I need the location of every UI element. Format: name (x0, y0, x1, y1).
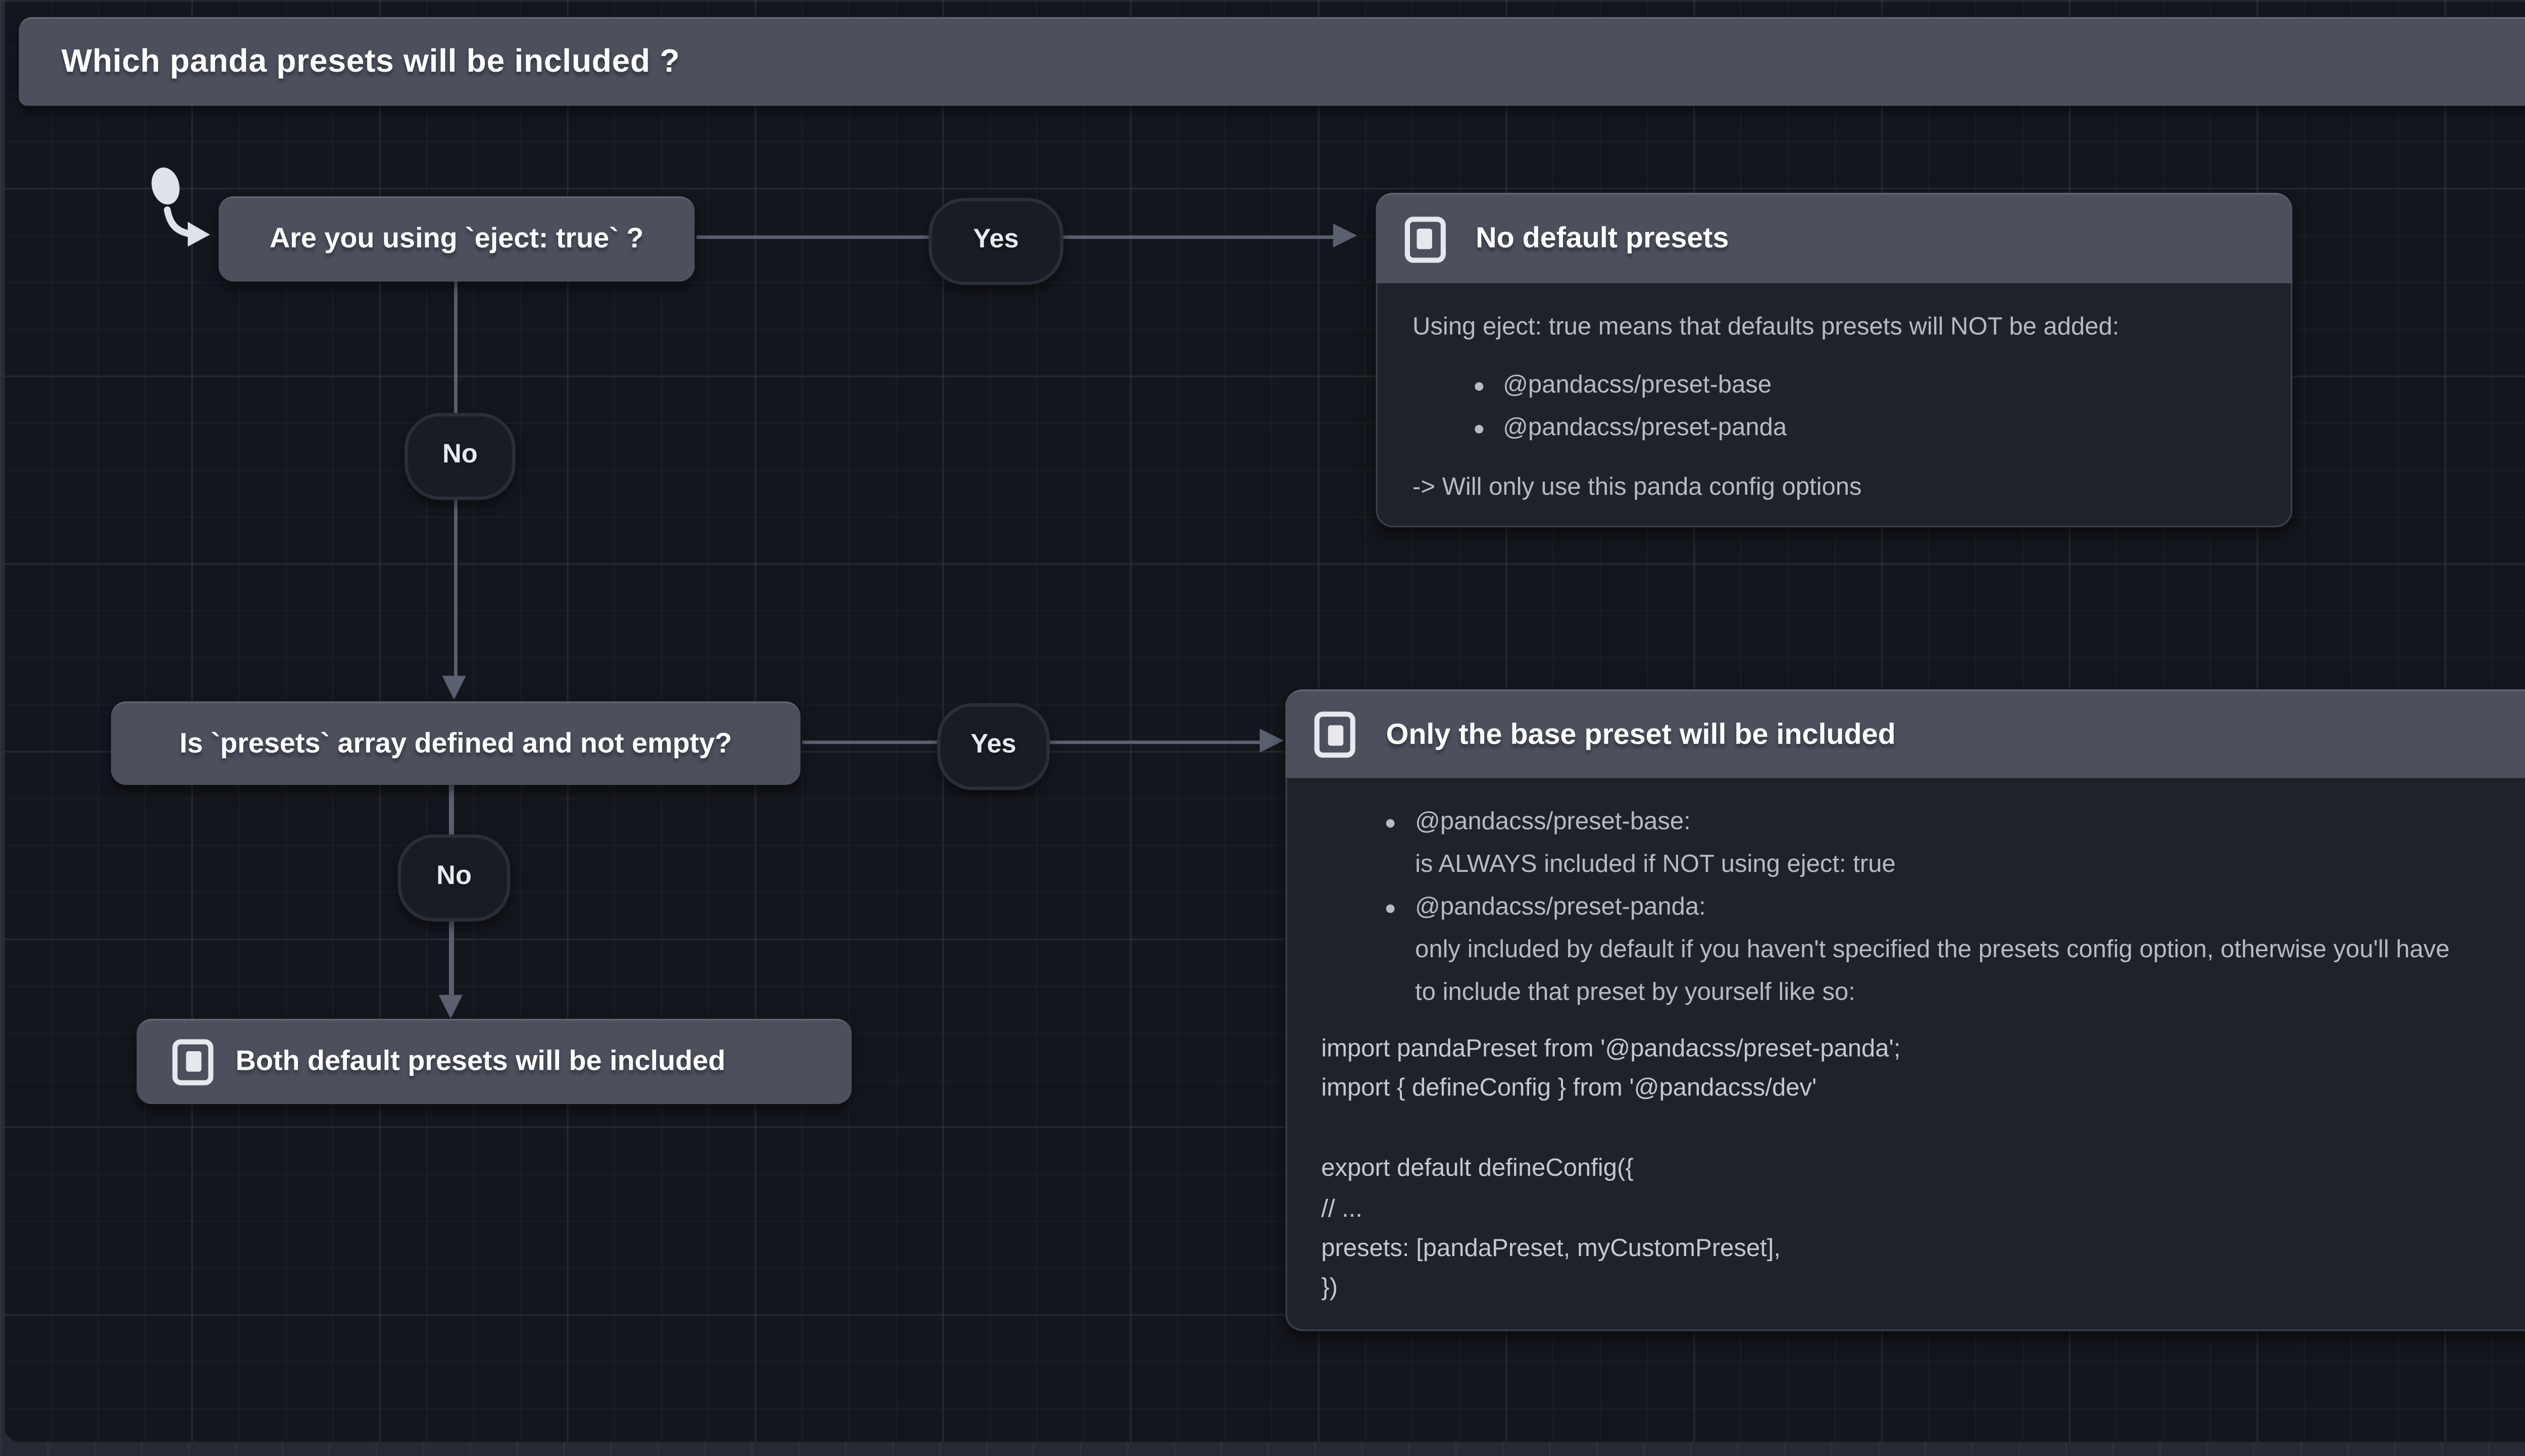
list-item: @pandacss/preset-panda: only included by… (1386, 888, 2525, 1016)
no-default-intro: Using eject: true means that defaults pr… (1412, 314, 2119, 342)
edge-q2-no-arrowhead (438, 995, 462, 1019)
code-line: presets: [pandaPreset, myCustomPreset], (1321, 1235, 1781, 1263)
edge-label-q2-no[interactable]: No (397, 834, 511, 921)
frame-title: Which panda presets will be included ? (61, 43, 680, 80)
code-line (1321, 1111, 2525, 1151)
code-line: }) (1321, 1275, 1338, 1303)
edge-label-q2-yes[interactable]: Yes (937, 702, 1050, 790)
edge-label-q2-yes-text: Yes (971, 730, 1017, 760)
list-item: @pandacss/preset-base: is ALWAYS include… (1386, 802, 2525, 888)
bullet-line: only included by default if you haven't … (1415, 937, 2450, 964)
node-question-presets-array-label: Is `presets` array defined and not empty… (179, 727, 732, 759)
square-frame-icon (1314, 711, 1355, 758)
edge-q1-yes-arrowhead (1333, 224, 1357, 248)
bullet-line: is ALWAYS included if NOT using eject: t… (1415, 851, 1896, 879)
whiteboard-canvas[interactable]: Which panda presets will be included ? A… (3, 0, 2525, 1442)
infobox-base-only-body: @pandacss/preset-base: is ALWAYS include… (1285, 778, 2525, 1331)
node-question-presets-array[interactable]: Is `presets` array defined and not empty… (111, 701, 801, 785)
edge-label-q1-no[interactable]: No (405, 412, 516, 499)
edge-label-q2-no-text: No (436, 861, 472, 891)
no-default-outro: -> Will only use this panda config optio… (1412, 474, 1862, 502)
list-item: @pandacss/preset-panda (1474, 408, 2257, 451)
node-result-both-presets-label: Both default presets will be included (235, 1045, 726, 1076)
bullet-line: to include that preset by yourself like … (1415, 979, 1855, 1007)
list-item: @pandacss/preset-base (1474, 365, 2257, 408)
infobox-base-only-title: Only the base preset will be included (1386, 717, 1896, 750)
bullet-head: @pandacss/preset-base: (1386, 802, 2525, 845)
square-frame-icon (1404, 216, 1445, 262)
base-only-bullet-list: @pandacss/preset-base: is ALWAYS include… (1386, 802, 2525, 1016)
square-frame-icon (172, 1038, 214, 1085)
edge-q1-no-arrowhead (442, 675, 467, 700)
edge-label-q1-yes[interactable]: Yes (928, 197, 1064, 284)
code-line: export default defineConfig({ (1321, 1156, 1634, 1183)
edge-label-q1-yes-text: Yes (973, 225, 1019, 254)
infobox-base-preset-only[interactable]: Only the base preset will be included @p… (1285, 689, 2525, 1331)
infobox-no-default-body: Using eject: true means that defaults pr… (1375, 283, 2293, 528)
infobox-no-default-header: No default presets (1375, 192, 2293, 284)
node-question-eject[interactable]: Are you using `eject: true` ? (218, 195, 695, 282)
node-question-eject-label: Are you using `eject: true` ? (269, 223, 644, 254)
infobox-no-default-title: No default presets (1476, 222, 1729, 254)
node-result-both-presets[interactable]: Both default presets will be included (136, 1018, 852, 1104)
code-line: // ... (1321, 1195, 1362, 1223)
infobox-no-default-presets[interactable]: No default presets Using eject: true mea… (1375, 192, 2293, 528)
bullet-head: @pandacss/preset-panda: (1386, 888, 2525, 930)
edge-q2-yes-arrowhead (1259, 729, 1284, 753)
code-block: import pandaPreset from '@pandacss/prese… (1321, 1031, 2525, 1311)
cursor-arrow-icon[interactable] (143, 164, 225, 252)
infobox-base-only-header: Only the base preset will be included (1285, 689, 2525, 778)
code-line: import pandaPreset from '@pandacss/prese… (1321, 1035, 1901, 1063)
frame-title-bar[interactable]: Which panda presets will be included ? (19, 17, 2525, 106)
edge-label-q1-no-text: No (442, 440, 478, 470)
code-line: import { defineConfig } from '@pandacss/… (1321, 1075, 1817, 1103)
no-default-bullet-list: @pandacss/preset-base @pandacss/preset-p… (1474, 365, 2257, 450)
